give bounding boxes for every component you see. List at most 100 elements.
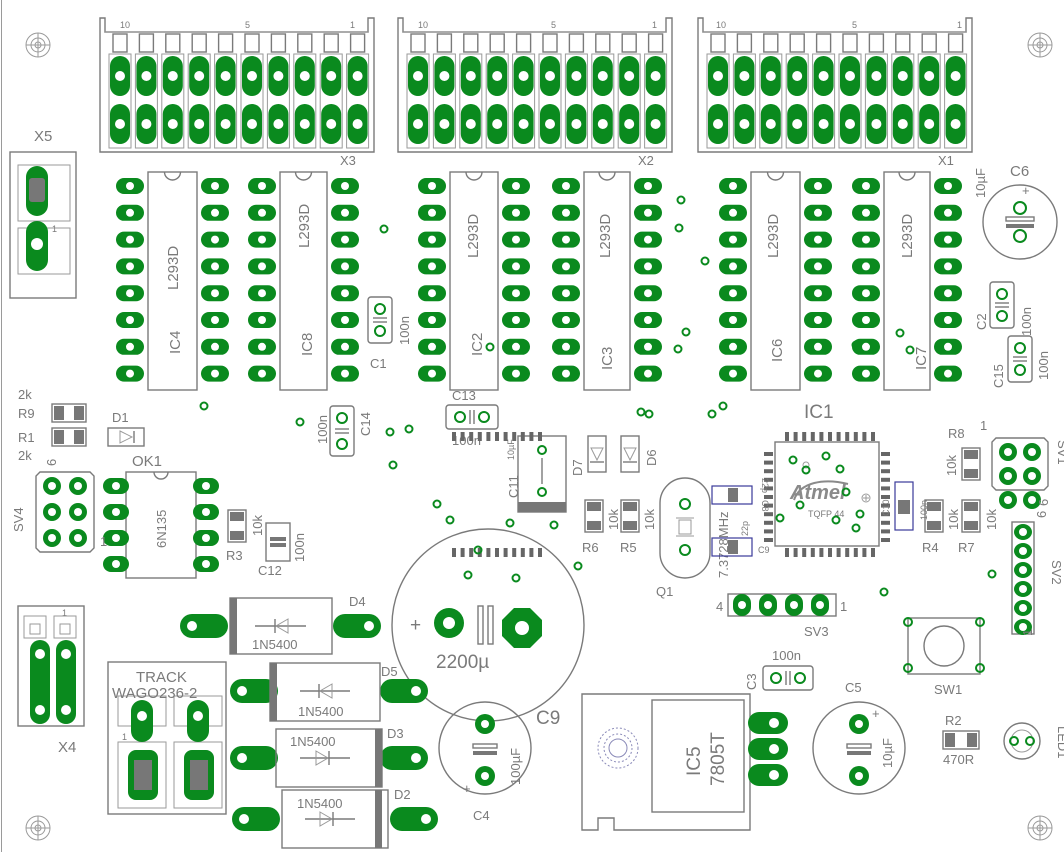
track-pin1-label: 1 (122, 732, 127, 742)
via (718, 401, 728, 411)
via (700, 256, 710, 266)
sv2-ref: SV2 (1049, 560, 1064, 585)
r4-value: 10k (946, 509, 961, 530)
via (681, 327, 691, 337)
c8-ref: C8 (760, 500, 770, 512)
r2-ref: R2 (945, 713, 962, 728)
c12-value: 100n (292, 533, 307, 562)
q1-value: 7.3728MHz (716, 512, 731, 578)
c6-value: 10µF (973, 168, 988, 198)
via (788, 455, 798, 465)
capacitor-c5: + 10µF C5 (812, 680, 906, 795)
led-led1: LED1 (1003, 722, 1064, 760)
via (831, 515, 841, 525)
c1-ref: C1 (370, 356, 387, 371)
x3-pin-last-label: 1 (350, 20, 355, 30)
via (835, 464, 845, 474)
ok1-ref: OK1 (132, 453, 162, 470)
c9-small-ref: C9 (758, 545, 770, 555)
resistor-r5: R5 10k (620, 499, 657, 555)
x4-label: X4 (58, 739, 76, 756)
c13-value: 100n (452, 433, 481, 448)
mounting-hole-icon (597, 727, 639, 769)
via (674, 223, 684, 233)
ic6-l293d: L293D IC6 (719, 171, 832, 391)
c10-value: 100n (919, 500, 929, 520)
capacitor-c9-small: C9 22p (711, 521, 770, 557)
via (404, 424, 414, 434)
via (432, 499, 442, 509)
c15-ref: C15 (991, 364, 1006, 388)
via (801, 465, 811, 475)
capacitor-c14: 100n C14 (315, 405, 373, 457)
via (295, 417, 305, 427)
svg-text:+: + (1022, 183, 1030, 198)
capacitor-c6: + C6 10µF (973, 163, 1058, 260)
c10-ref: C10 (881, 499, 891, 516)
via-field (199, 195, 997, 597)
d1-ref: D1 (112, 410, 129, 425)
connector-sv3: 4 1 SV3 (716, 593, 847, 639)
ic3-value: L293D (597, 214, 614, 258)
via (879, 587, 889, 597)
via (463, 570, 473, 580)
resistor-r4: R4 10k (922, 499, 961, 555)
c12-ref: C12 (258, 563, 282, 578)
r1-value: 2k (18, 448, 32, 463)
c5-ref: C5 (845, 680, 862, 695)
capacitor-c12: C12 100n (258, 522, 307, 578)
resistor-r7: R7 10k (958, 499, 999, 555)
d7-ref: D7 (570, 459, 585, 476)
sv3-ref: SV3 (804, 624, 829, 639)
d2-ref: D2 (394, 787, 411, 802)
via (485, 342, 495, 352)
crystal-q1: Q1 7.3728MHz (656, 477, 731, 599)
c15-value: 100n (1036, 351, 1051, 380)
mounting-hole-icon (25, 815, 51, 841)
r3-ref: R3 (226, 548, 243, 563)
via (505, 518, 515, 528)
resistor-r3: R3 10k (226, 509, 265, 563)
svg-text:+: + (463, 781, 471, 796)
ok1-value: 6N135 (154, 510, 169, 548)
d5-value: 1N5400 (298, 704, 344, 719)
sv1-ref: SV1 (1055, 440, 1064, 465)
c2-value: 100n (1019, 307, 1034, 336)
r6-value: 10k (606, 509, 621, 530)
capacitor-c9: + 2200µ C9 (391, 528, 585, 729)
c2-ref: C2 (974, 313, 989, 330)
ic8-value: L293D (296, 204, 313, 248)
diode-d7: D7 (570, 435, 607, 476)
via (905, 345, 915, 355)
connector-x5: X5 1 (9, 128, 77, 299)
capacitor-c4: + 100µF C4 (438, 701, 532, 823)
sv1-pin1-label: 1 (980, 418, 987, 433)
c1-value: 100n (397, 316, 412, 345)
via (987, 569, 997, 579)
sv4-pin1-label: 1 (100, 534, 107, 549)
via (573, 561, 583, 571)
diode-d5: 1N5400 D5 (230, 662, 428, 722)
mounting-hole-icon (1027, 815, 1053, 841)
via (511, 573, 521, 583)
r8-ref: R8 (948, 426, 965, 441)
connector-x2: 10 5 1 X2 (397, 17, 673, 168)
via (895, 328, 905, 338)
q1-ref: Q1 (656, 584, 673, 599)
x3-label: X3 (340, 153, 356, 168)
ic2-ref: IC2 (469, 333, 486, 356)
ic4-value: L293D (165, 246, 182, 290)
diode-d3: 1N5400 D3 (230, 726, 428, 788)
r8-value: 10k (944, 455, 959, 476)
d3-value: 1N5400 (290, 734, 336, 749)
ic4-ref: IC4 (167, 331, 184, 354)
optocoupler-ok1: OK1 6N135 (103, 453, 219, 579)
c14-value: 100n (315, 415, 330, 444)
via (795, 500, 805, 510)
ic6-ref: IC6 (769, 339, 786, 362)
via (851, 340, 861, 350)
connector-track-wago: TRACK WAGO236-2 1 (107, 661, 227, 815)
x2-pin-last-label: 1 (652, 20, 657, 30)
r1-ref: R1 (18, 430, 35, 445)
